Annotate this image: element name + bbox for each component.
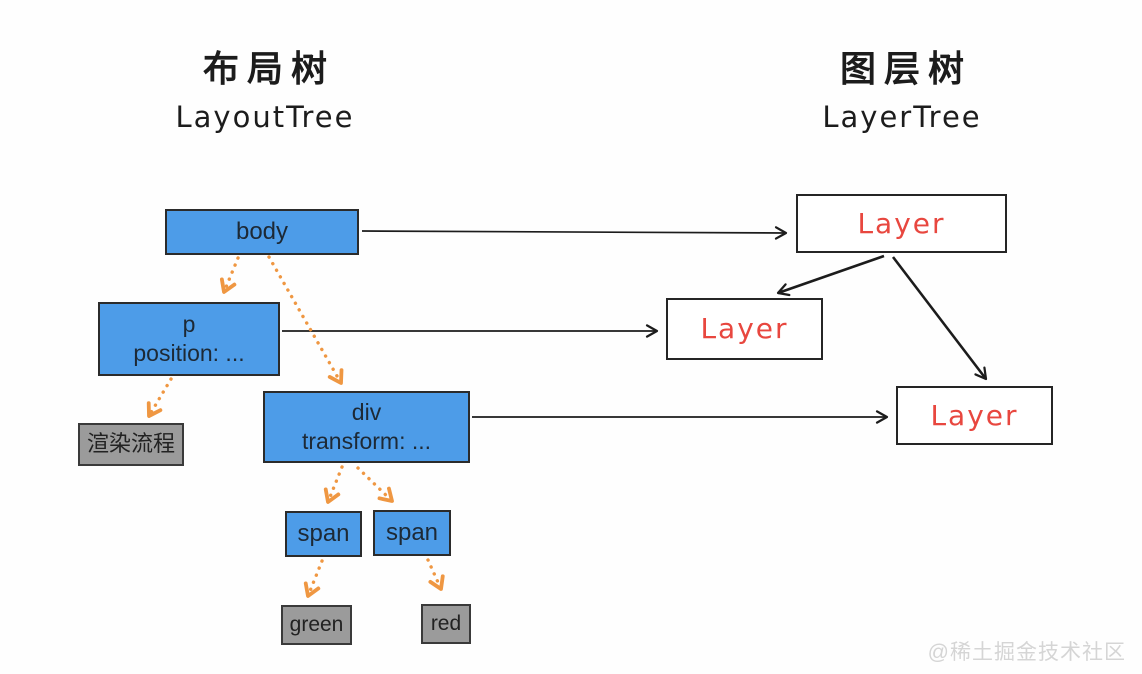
node-div-tag: div xyxy=(351,398,382,425)
node-div: div transform: ... xyxy=(263,391,470,463)
node-body: body xyxy=(165,209,359,255)
node-green: green xyxy=(281,605,352,645)
node-layer-3-label: Layer xyxy=(930,398,1019,432)
node-red: red xyxy=(421,604,471,644)
node-p: p position: ... xyxy=(98,302,280,376)
arrow-span-left-to-green xyxy=(303,559,324,598)
arrow-span-right-to-red xyxy=(426,558,445,591)
layer-tree-title-en: LayerTree xyxy=(822,100,982,134)
node-red-label: red xyxy=(430,611,462,635)
layout-tree-title-group: 布局树 LayoutTree xyxy=(115,40,415,134)
node-green-label: green xyxy=(289,612,344,636)
layout-tree-title-en: LayoutTree xyxy=(175,100,355,134)
node-render-process: 渲染流程 xyxy=(78,423,184,466)
node-body-label: body xyxy=(235,217,289,245)
layout-tree-title-zh: 布局树 xyxy=(202,49,335,90)
arrow-body-to-layer1 xyxy=(361,226,788,240)
node-layer-1: Layer xyxy=(796,194,1007,253)
arrow-layer1-to-layer3 xyxy=(891,256,988,381)
node-layer-3: Layer xyxy=(896,386,1053,445)
layer-tree-title-zh: 图层树 xyxy=(839,49,972,90)
node-p-style: position: ... xyxy=(133,340,245,366)
node-layer-2-label: Layer xyxy=(700,312,789,346)
watermark: @稀土掘金技术社区 xyxy=(927,641,1126,664)
node-span-left-label: span xyxy=(297,519,350,547)
node-layer-1-label: Layer xyxy=(857,206,946,240)
node-render-process-label: 渲染流程 xyxy=(86,431,175,457)
arrow-body-to-p xyxy=(219,256,240,294)
node-layer-2: Layer xyxy=(666,298,823,360)
arrow-p-to-render-process xyxy=(146,377,173,418)
node-div-style: transform: ... xyxy=(301,428,432,454)
layer-tree-title-group: 图层树 LayerTree xyxy=(752,40,1052,134)
arrow-div-to-span-right xyxy=(356,466,394,503)
node-span-right-label: span xyxy=(385,518,439,546)
node-span-right: span xyxy=(373,510,451,556)
arrow-div-to-span-left xyxy=(323,465,344,504)
arrow-layer1-to-layer2 xyxy=(776,254,885,297)
node-p-tag: p xyxy=(182,310,196,337)
node-span-left: span xyxy=(285,511,362,557)
